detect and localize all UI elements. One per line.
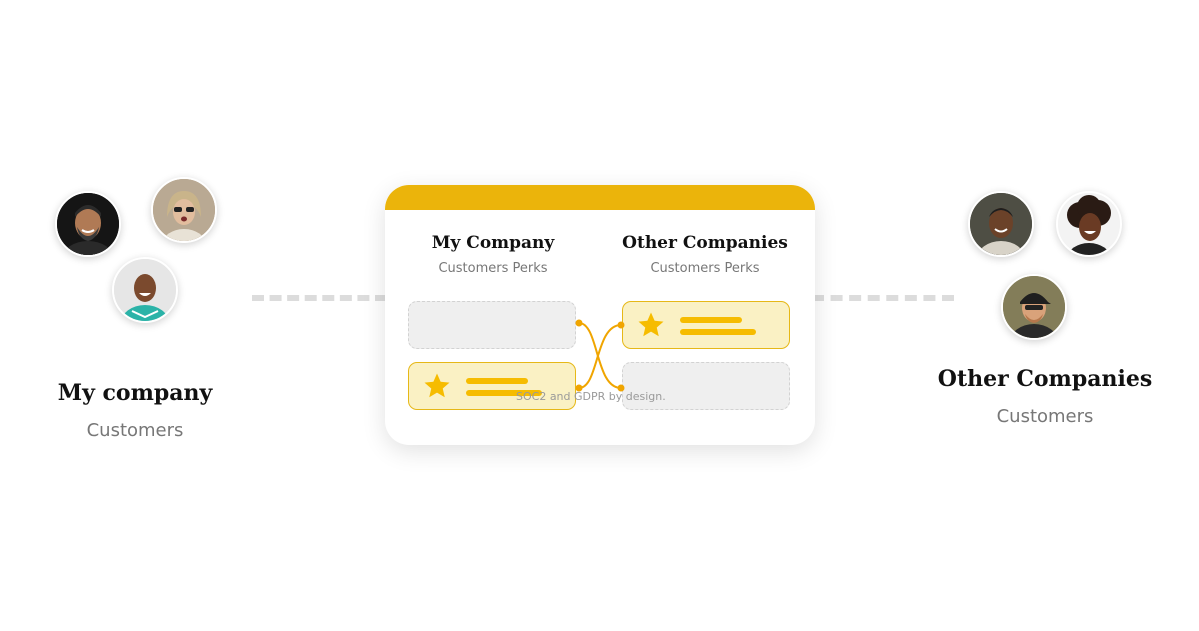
compliance-note: SOC2 and GDPR by design. [516,390,666,403]
card-accent-bar [385,185,815,210]
left-filled-perk-slot [408,362,576,410]
perk-line [680,329,756,335]
star-icon [638,312,664,337]
right-empty-perk-slot [622,362,790,410]
left-group-subtitle: Customers [86,420,184,441]
perk-line [680,317,742,323]
avatar-man-smiling [112,257,178,323]
right-group-title: Other Companies [937,366,1153,392]
card-left-column-title: My Company [431,233,555,253]
card-right-column-title: Other Companies [622,233,788,253]
right-group-subtitle: Customers [996,406,1094,427]
avatar-man-beard [55,191,121,257]
left-empty-perk-slot [408,301,576,349]
perk-line [466,378,528,384]
avatar-woman-glasses [151,177,217,243]
avatar-woman-curly [1056,191,1122,257]
card-right-column-subtitle: Customers Perks [650,261,760,276]
avatar-man-portrait [968,191,1034,257]
left-group-title: My company [57,380,213,406]
star-icon [424,373,450,398]
left-dashed-connector [252,295,387,301]
right-dashed-connector [812,295,954,301]
avatar-man-cap [1001,274,1067,340]
perks-card: My Company Customers Perks Other Compani… [385,185,815,445]
perk-line [466,390,542,396]
right-filled-perk-slot [622,301,790,349]
card-left-column-subtitle: Customers Perks [438,261,548,276]
